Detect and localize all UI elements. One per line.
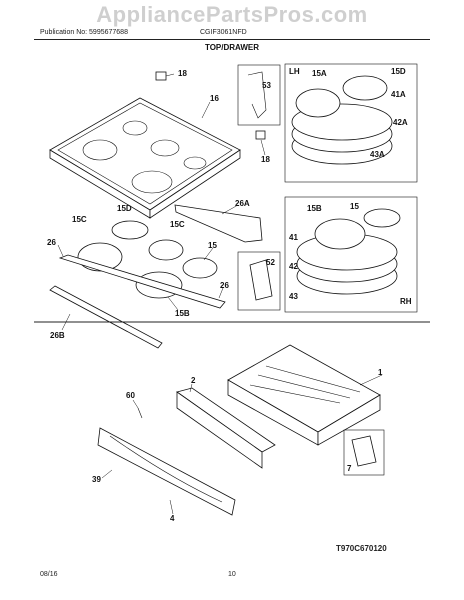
label-15d: 15D [117, 204, 132, 213]
label-53: 53 [262, 81, 271, 90]
label-52: 52 [266, 258, 275, 267]
label-26b: 26B [50, 331, 65, 340]
label-4: 4 [170, 514, 175, 523]
support-rail-26a [174, 204, 263, 243]
header-rule [34, 39, 430, 40]
label-41: 41 [289, 233, 298, 242]
rh-element-box [284, 196, 418, 313]
part-7-box [343, 429, 385, 476]
label-60: 60 [126, 391, 135, 400]
label-15c-left: 15C [72, 215, 87, 224]
publication-number: Publication No: 5995677688 [40, 29, 128, 36]
label-7: 7 [347, 464, 352, 473]
label-15b-rh: 15B [307, 204, 322, 213]
cooktop-glass [49, 97, 241, 219]
part-53-box [237, 64, 281, 126]
element-15d [111, 220, 149, 240]
label-41a: 41A [391, 90, 406, 99]
drawer-body [227, 344, 381, 446]
label-rh: RH [400, 297, 412, 306]
label-26-right: 26 [220, 281, 229, 290]
label-18-bottom: 18 [261, 155, 270, 164]
label-26-left: 26 [47, 238, 56, 247]
front-rail-26b [49, 285, 163, 349]
watermark: AppliancePartsPros.com [96, 2, 368, 27]
lh-element-box [284, 63, 418, 183]
support-rail-26 [58, 254, 226, 309]
bracket-top [155, 71, 167, 81]
drawer-panel [176, 387, 276, 469]
footer-date: 08/16 [40, 571, 58, 578]
label-42: 42 [289, 262, 298, 271]
label-18-top: 18 [178, 69, 187, 78]
label-15a: 15A [312, 69, 327, 78]
screw-60 [137, 407, 143, 419]
leader-lines [57, 73, 383, 515]
label-15b: 15B [175, 309, 190, 318]
drawer-front [97, 427, 236, 516]
footer-page: 10 [228, 571, 236, 578]
label-16: 16 [210, 94, 219, 103]
section-title: TOP/DRAWER [204, 43, 260, 52]
label-15: 15 [208, 241, 217, 250]
label-15c-right: 15C [170, 220, 185, 229]
part-52-box [237, 251, 281, 311]
label-42a: 42A [393, 118, 408, 127]
label-15-rh: 15 [350, 202, 359, 211]
diagram-code: T970C670120 [336, 544, 387, 553]
element-15c-right [148, 239, 184, 261]
label-2: 2 [191, 376, 196, 385]
label-43a: 43A [370, 150, 385, 159]
label-lh: LH [289, 67, 300, 76]
label-1: 1 [378, 368, 383, 377]
label-15d-lh: 15D [391, 67, 406, 76]
label-43: 43 [289, 292, 298, 301]
bracket-bottom [255, 130, 266, 140]
label-26a: 26A [235, 199, 250, 208]
element-15 [182, 257, 218, 279]
model-number: CGIF3061NFD [200, 29, 247, 36]
label-39: 39 [92, 475, 101, 484]
